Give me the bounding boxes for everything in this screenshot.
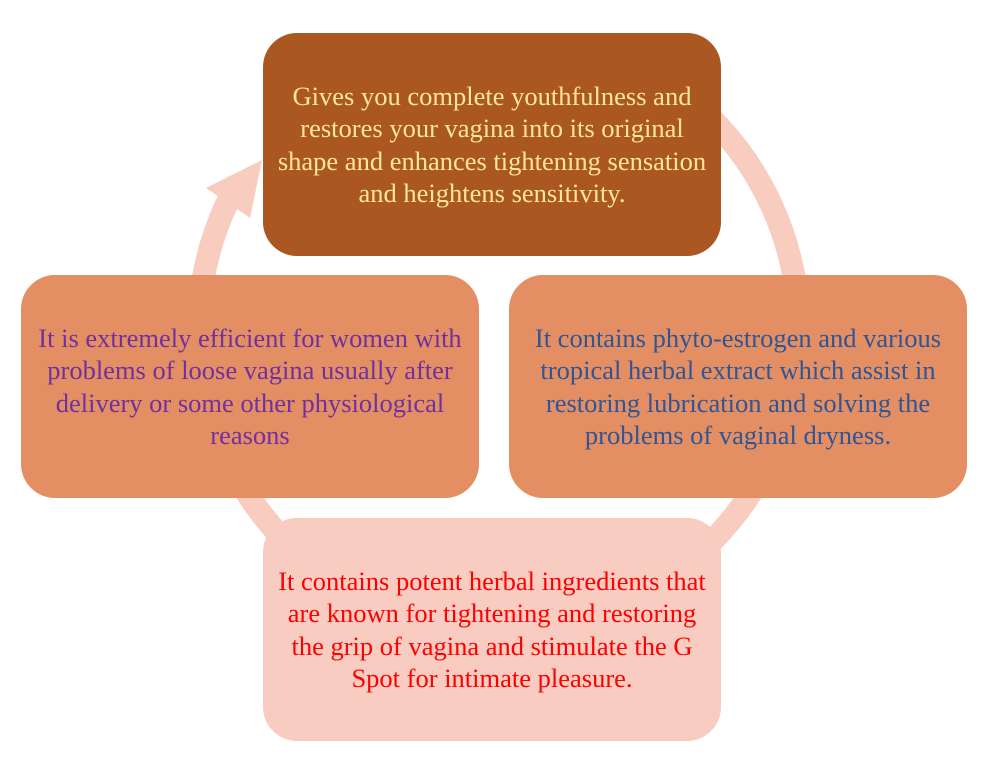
cycle-node-right-text: It contains phyto-estrogen and various t… (534, 322, 942, 451)
cycle-node-top: Gives you complete youthfulness and rest… (263, 33, 721, 256)
cycle-node-bottom-text: It contains potent herbal ingredients th… (278, 565, 706, 694)
cycle-node-right: It contains phyto-estrogen and various t… (509, 275, 967, 498)
cycle-arrowhead-icon (206, 160, 262, 218)
cycle-node-top-text: Gives you complete youthfulness and rest… (277, 80, 707, 209)
cycle-node-left: It is extremely efficient for women with… (21, 275, 479, 498)
cycle-node-left-text: It is extremely efficient for women with… (38, 322, 462, 451)
cycle-node-bottom: It contains potent herbal ingredients th… (263, 518, 721, 741)
